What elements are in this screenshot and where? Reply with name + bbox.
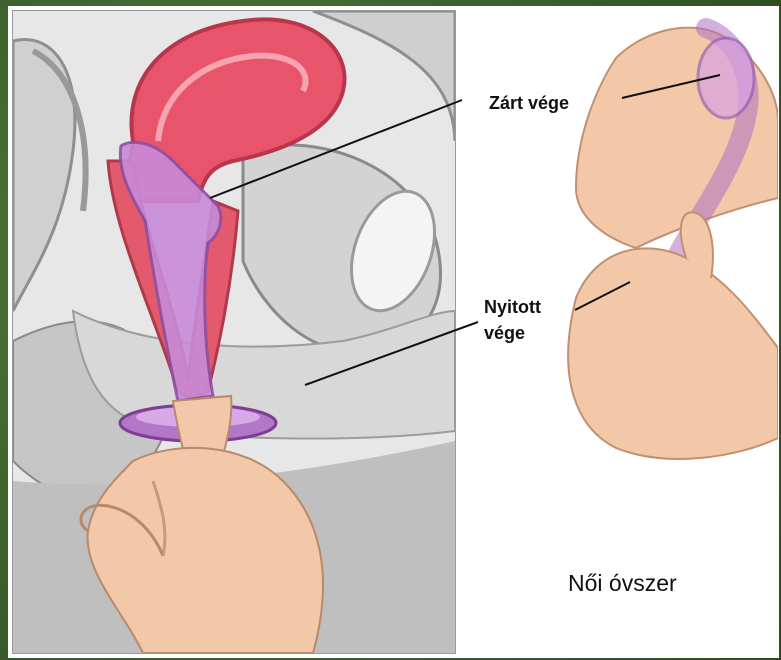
hands-illustration (556, 18, 778, 488)
open-end-label-line1: Nyitott (484, 296, 541, 318)
open-end-label-line2: vége (484, 322, 525, 344)
lower-hand (568, 248, 778, 459)
closed-end-label: Zárt vége (489, 92, 569, 114)
hands-svg (556, 18, 778, 488)
anatomy-illustration (12, 10, 456, 654)
figure-caption: Női óvszer (568, 570, 677, 597)
condom-closed-end (698, 38, 754, 118)
anatomy-svg (13, 11, 455, 653)
